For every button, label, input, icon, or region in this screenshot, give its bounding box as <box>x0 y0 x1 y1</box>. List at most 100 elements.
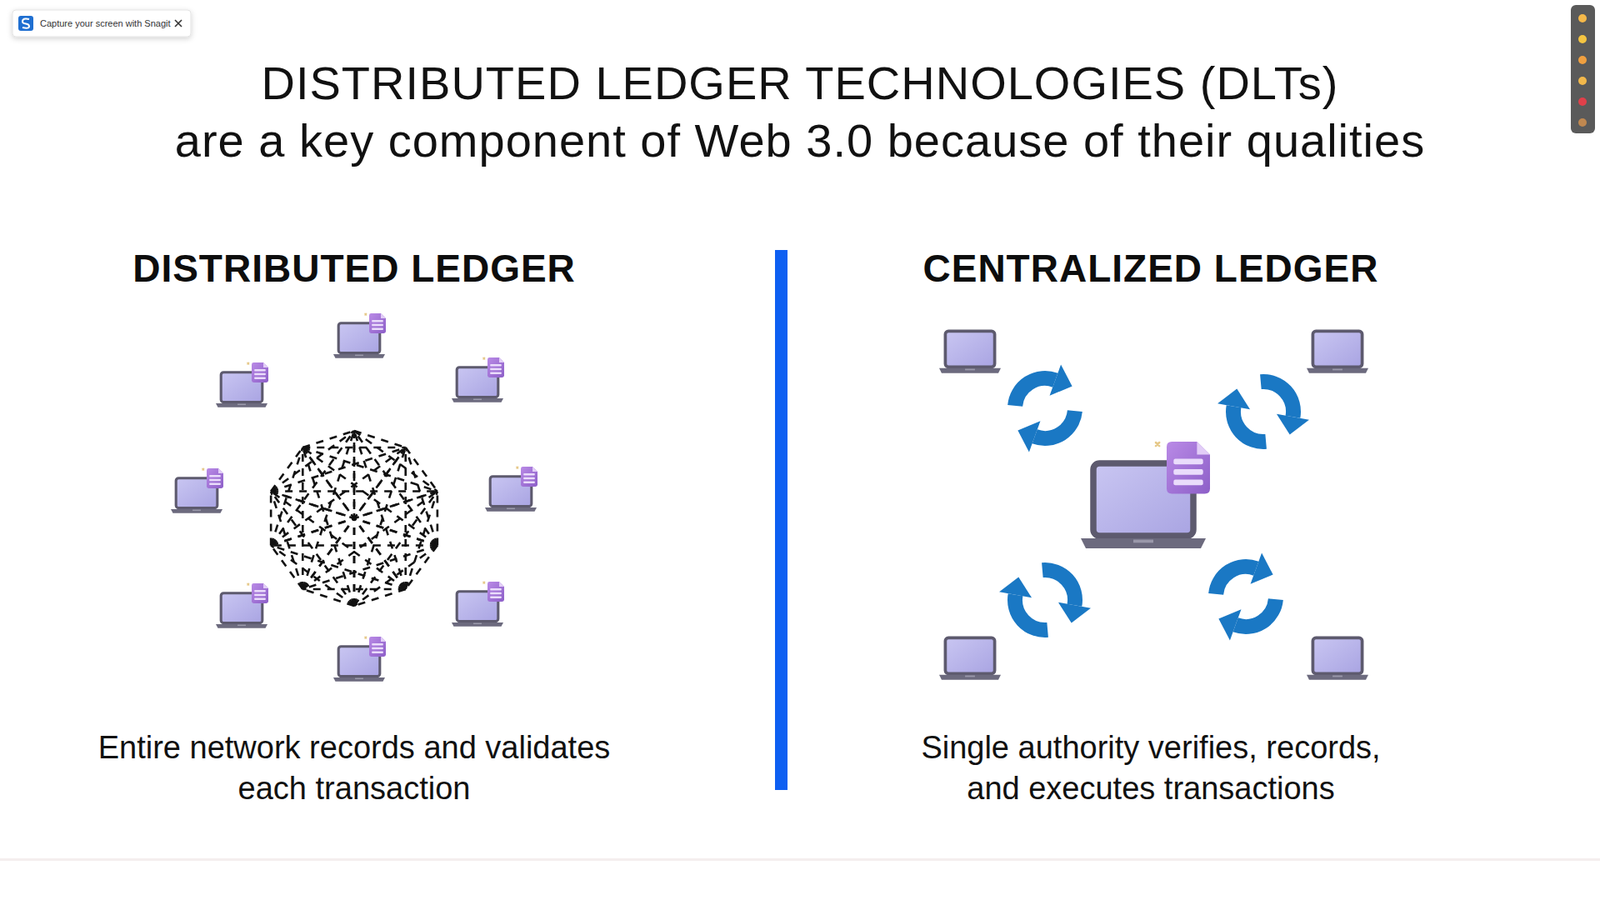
sync-arrows-icon-part <box>1233 406 1266 442</box>
document-icon-part <box>254 377 266 380</box>
document-icon-part <box>1173 459 1203 465</box>
popup-text: Capture your screen with Snagit <box>40 15 171 31</box>
document-icon-part <box>209 475 221 478</box>
laptop-icon-part <box>1306 368 1369 374</box>
network-mesh <box>270 430 438 606</box>
snagit-popup <box>12 10 191 37</box>
network-mesh-part <box>270 518 355 545</box>
sync-arrows-icon-part <box>1035 410 1075 439</box>
sync-arrows-icon-part <box>1058 602 1091 624</box>
network-mesh-part <box>353 518 356 606</box>
document-icon-part <box>1196 441 1210 455</box>
reaction-bar-part <box>1570 5 1595 134</box>
sync-arrows-icon-part <box>1015 378 1055 406</box>
laptop-icon-part <box>1080 538 1206 549</box>
network-mesh-part <box>354 430 406 448</box>
distributed-network <box>170 313 538 682</box>
document-icon-part <box>254 598 266 601</box>
centralized-network <box>939 330 1369 680</box>
reaction-bar-part <box>1578 35 1587 44</box>
laptop-icon <box>170 478 223 514</box>
network-mesh-part <box>270 491 406 590</box>
sync-arrows-icon-part <box>1217 388 1250 410</box>
sync-arrows-icon <box>999 570 1091 630</box>
network-mesh-part <box>302 545 438 590</box>
reaction-bar-part <box>1578 14 1587 23</box>
slide-subtitle: are a key component of Web 3.0 because o… <box>0 111 1600 170</box>
sync-arrows-icon-part <box>1015 595 1048 630</box>
document-icon-part <box>263 362 269 368</box>
document-icon-part <box>1155 442 1160 446</box>
document-icon-part <box>371 324 384 327</box>
document-icon-part <box>490 368 502 371</box>
reaction-bar-part <box>1578 118 1587 127</box>
document-icon-part <box>369 313 386 334</box>
laptop-icon-part <box>355 678 364 680</box>
laptop-icon-part <box>473 623 482 625</box>
document-icon-part <box>254 594 266 597</box>
laptop-icon-part <box>237 404 246 406</box>
document-icon-part <box>380 313 386 319</box>
document-icon <box>365 636 386 657</box>
network-mesh-part <box>302 447 438 545</box>
document-icon <box>516 466 538 487</box>
laptop-icon <box>1306 330 1369 373</box>
document-icon <box>202 468 224 489</box>
network-mesh-part <box>270 545 303 590</box>
sync-arrows-icon-part <box>999 576 1032 598</box>
sync-arrows-icon <box>1215 553 1276 641</box>
document-icon-part <box>520 466 538 487</box>
network-mesh-part <box>354 518 406 590</box>
network-mesh-part <box>354 447 406 606</box>
document-icon-part <box>483 357 485 360</box>
document-icon-part <box>499 581 505 587</box>
sync-arrows-icon-part <box>1218 609 1241 640</box>
document-icon-part <box>499 357 505 363</box>
snagit-popup-part <box>12 10 191 37</box>
laptop-icon <box>333 323 385 359</box>
document-icon-part <box>490 372 502 375</box>
snagit-popup-part <box>18 15 34 31</box>
laptop-icon <box>485 476 537 512</box>
network-mesh-part <box>436 491 440 546</box>
network-mesh-part <box>405 491 438 590</box>
sync-arrows-icon-part <box>1260 381 1294 417</box>
laptop-icon-part <box>333 677 385 682</box>
sync-arrows-icon-part <box>1250 553 1274 585</box>
network-mesh-part <box>270 545 406 590</box>
document-icon-part <box>206 468 224 489</box>
snagit-popup-part <box>22 18 30 28</box>
laptop-icon <box>1306 637 1369 680</box>
document-icon-part <box>523 481 535 485</box>
document-icon-part <box>209 483 221 486</box>
network-mesh-part <box>270 491 438 546</box>
document-icon-part <box>218 468 224 474</box>
document-icon-part <box>251 362 269 383</box>
laptop-icon <box>215 593 268 629</box>
laptop-icon-part <box>333 354 385 359</box>
ledger-panel: CENTRALIZED LEDGERSingle authority verif… <box>834 243 1468 810</box>
network-mesh-part <box>354 491 438 519</box>
network-mesh-part <box>302 447 355 519</box>
laptop-icon <box>939 637 1001 680</box>
laptop-icon-part <box>965 675 975 678</box>
sync-arrows-icon <box>1015 365 1075 453</box>
document-icon-part <box>263 583 269 589</box>
panel-heading: DISTRIBUTED LEDGER <box>37 243 671 294</box>
laptop-icon-part <box>506 508 515 510</box>
document-icon-part <box>202 468 205 470</box>
document-icon-part <box>254 369 266 372</box>
document-icon-part <box>483 581 485 584</box>
laptop-icon <box>215 372 268 408</box>
document-icon-part <box>380 636 386 642</box>
sync-arrows-icon-part <box>1017 420 1040 452</box>
document-icon <box>247 362 269 383</box>
network-mesh-part <box>405 447 438 492</box>
document-icon-part <box>251 583 269 604</box>
laptop-icon-part <box>945 637 995 674</box>
document-icon-part <box>490 364 502 367</box>
laptop-icon-part <box>215 403 268 408</box>
network-mesh-part <box>270 447 303 492</box>
reaction-bar <box>1570 5 1595 134</box>
network-mesh-part <box>302 447 438 492</box>
